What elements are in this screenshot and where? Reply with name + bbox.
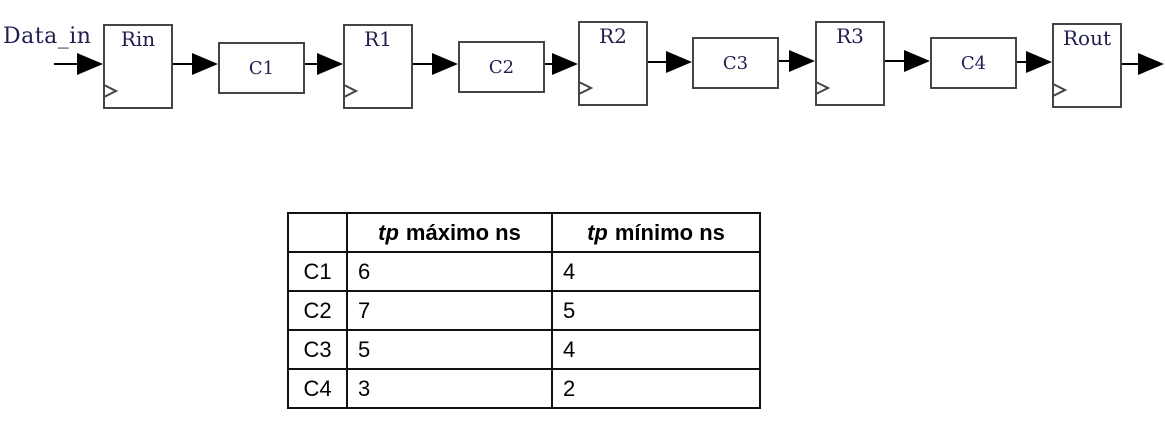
- register-rin: Rin: [103, 24, 173, 109]
- arrow-head: [192, 53, 218, 75]
- logic-block-c1: C1: [218, 42, 305, 94]
- clock-edge-icon: [815, 81, 831, 95]
- tp-min-cell: 2: [551, 368, 761, 409]
- tp-symbol: tp: [587, 219, 608, 245]
- clock-edge-icon: [1052, 83, 1068, 97]
- arrow-head: [666, 51, 692, 73]
- arrow-shaft: [777, 60, 799, 62]
- tp-min-cell: 5: [551, 290, 761, 331]
- table-row-c3: C3 5 4: [287, 329, 761, 370]
- arrow-head: [432, 53, 458, 75]
- arrow-shaft: [412, 63, 442, 65]
- register-rout: Rout: [1052, 23, 1122, 108]
- arrow-shaft: [173, 63, 202, 65]
- arrow-shaft: [1121, 63, 1148, 65]
- arrow-head: [77, 53, 103, 75]
- logic-block-c4-label: C4: [960, 52, 987, 74]
- table-row-c4: C4 3 2: [287, 368, 761, 409]
- table-row-c1: C1 6 4: [287, 251, 761, 292]
- logic-block-c1-label: C1: [248, 57, 275, 79]
- logic-block-c3-label: C3: [722, 52, 749, 74]
- register-rin-label: Rin: [120, 27, 156, 51]
- arrow-shaft: [305, 63, 327, 65]
- tp-max-cell: 7: [346, 290, 553, 331]
- row-label-cell: C1: [287, 251, 348, 292]
- tp-max-cell: 5: [346, 329, 553, 370]
- row-label-cell: C4: [287, 368, 348, 409]
- tp-max-header-text: máximo ns: [405, 219, 521, 245]
- clock-edge-icon: [103, 84, 119, 98]
- row-label-cell: C3: [287, 329, 348, 370]
- register-r2: R2: [578, 21, 648, 106]
- tp-min-header-text: mínimo ns: [614, 219, 725, 245]
- register-r1-label: R1: [364, 27, 392, 51]
- table-row-c2: C2 7 5: [287, 290, 761, 331]
- logic-block-c4: C4: [930, 37, 1017, 89]
- tp-max-cell: 6: [346, 251, 553, 292]
- arrow-head: [904, 50, 930, 72]
- logic-block-c3: C3: [692, 37, 779, 89]
- register-r1: R1: [343, 24, 413, 109]
- tp-min-cell: 4: [551, 329, 761, 370]
- register-r3-label: R3: [836, 24, 864, 48]
- arrow-head: [552, 53, 578, 75]
- arrow-head: [1138, 53, 1164, 75]
- register-r2-label: R2: [599, 24, 627, 48]
- tp-max-cell: 3: [346, 368, 553, 409]
- corner-cell: [287, 212, 348, 253]
- clock-edge-icon: [578, 81, 594, 95]
- logic-block-c2: C2: [458, 41, 545, 93]
- arrow-shaft: [647, 61, 676, 63]
- arrow-shaft: [54, 63, 87, 65]
- register-r3: R3: [815, 21, 885, 106]
- row-label-cell: C2: [287, 290, 348, 331]
- arrow-head: [789, 50, 815, 72]
- register-rout-label: Rout: [1062, 26, 1112, 50]
- clock-edge-icon: [343, 84, 359, 98]
- arrow-head: [1026, 51, 1052, 73]
- arrow-shaft: [885, 60, 914, 62]
- tp-symbol: tp: [378, 219, 399, 245]
- arrow-head: [317, 53, 343, 75]
- logic-block-c2-label: C2: [488, 56, 515, 78]
- data-in-label: Data_in: [3, 24, 92, 49]
- tp-min-cell: 4: [551, 251, 761, 292]
